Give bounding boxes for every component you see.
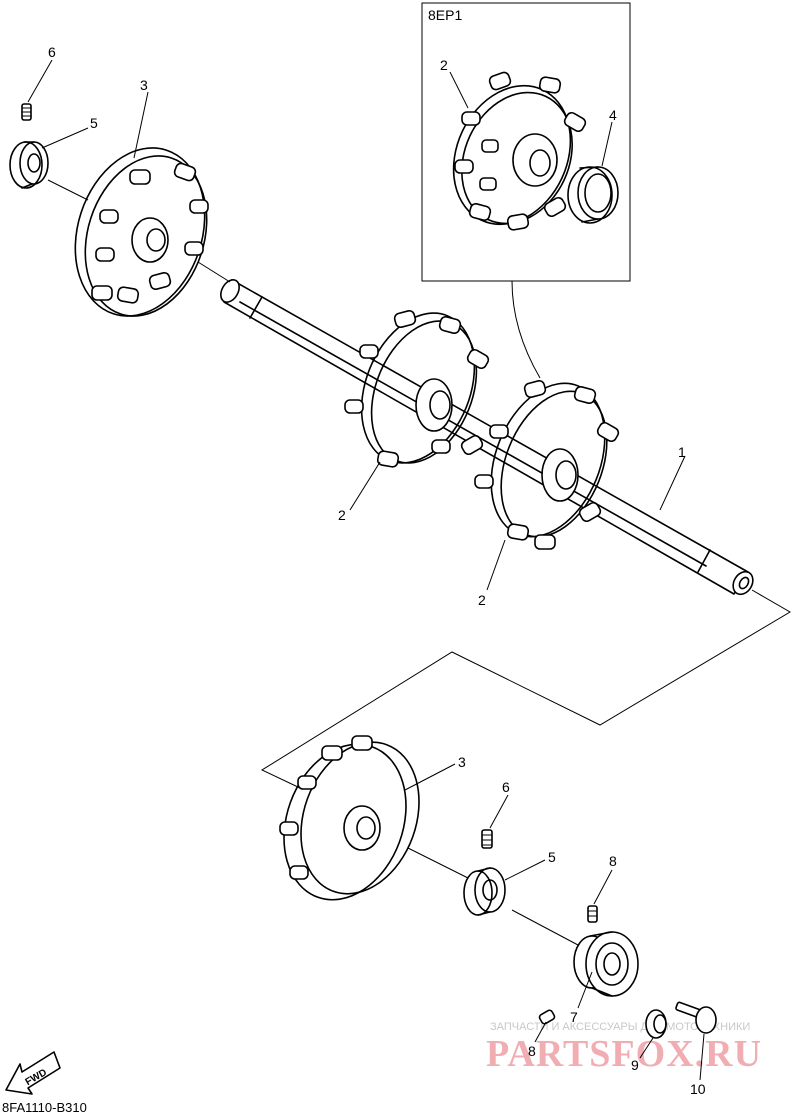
collar-upper [9,141,49,189]
sprocket-b [474,379,620,550]
plug-upper-lower [587,905,598,923]
wheel-upper [74,147,209,317]
callout-8-upper: 8 [609,853,617,869]
callout-2-inset: 2 [440,57,448,73]
leader-inset-2 [449,71,469,109]
leader-5-upper [41,127,89,149]
callout-6-lower: 6 [502,779,510,795]
leader-3-upper [133,91,149,159]
inset-pointer [511,280,541,379]
callout-7: 7 [570,1009,578,1025]
leader-inset-4 [601,121,613,167]
watermark-brand: PARTSFOX.RU [486,1033,762,1075]
inset-collar [567,166,619,224]
inset-frame [421,2,631,282]
leader-2a [349,461,381,511]
axis-upper-1 [47,179,89,201]
inset-8ep1: 8EP1 2 4 [421,2,631,282]
axis-lower-2 [511,909,579,946]
inset-label: 8EP1 [428,7,462,23]
leader-5-lower [504,859,546,881]
sprocket-a [344,309,490,468]
leader-3-lower [404,763,456,791]
inset-sprocket [452,71,587,231]
axis-lower-1 [407,847,469,879]
plug-lower [538,1009,556,1025]
callout-10: 10 [690,1081,706,1097]
callout-5-upper: 5 [90,115,98,131]
leader-2b [486,539,506,591]
callout-8-lower: 8 [528,1043,536,1059]
leader-9 [639,1037,654,1059]
spring-lower [481,829,493,849]
nut [645,1009,667,1039]
fwd-arrow-icon: FWD [5,1051,61,1095]
leader-8-lower [534,1021,547,1043]
callout-5-lower: 5 [548,849,556,865]
callout-9: 9 [631,1057,639,1073]
watermark-tagline: ЗАПЧАСТИ И АКСЕССУАРЫ ДЛЯ МОТОТЕХНИКИ [490,1021,750,1033]
leader-7 [577,971,593,1009]
leader-6-upper [27,59,53,103]
callout-3-upper: 3 [140,77,148,93]
assembly-connector [260,589,791,789]
leader-8-upper [593,869,613,905]
leader-10 [699,1033,705,1081]
axis-upper-2 [197,261,231,283]
callout-2-a: 2 [338,507,346,523]
leader-6-lower [489,794,509,829]
leader-1 [659,455,686,511]
drive-shaft [220,279,754,596]
callout-2-b: 2 [478,592,486,608]
spring-upper [21,103,32,121]
wheel-lower [279,735,420,901]
collar-lower [463,867,506,916]
bearing [573,931,639,997]
drawing-code: 8FA1110-B310 [2,1100,87,1114]
callout-4-inset: 4 [609,107,617,123]
callout-3-lower: 3 [458,754,466,770]
callout-6-upper: 6 [48,44,56,60]
bolt [675,1001,717,1034]
callout-1: 1 [678,444,686,460]
